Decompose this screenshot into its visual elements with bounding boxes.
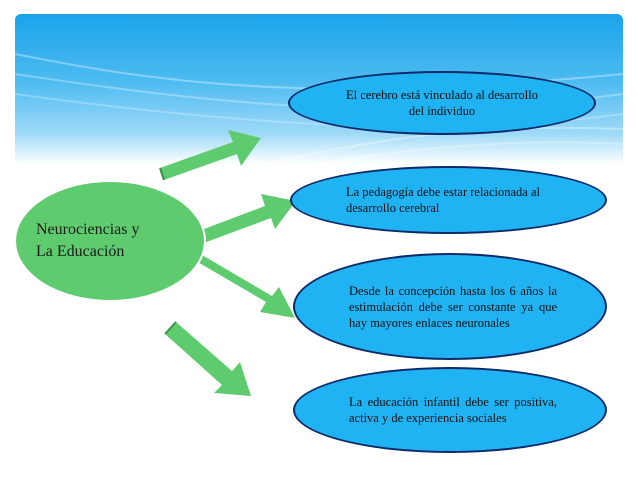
- arrow-to-node-4: [164, 321, 251, 396]
- arrow-to-node-1: [159, 130, 261, 181]
- info-node-2: La pedagogía debe estar relacionada al d…: [290, 166, 607, 234]
- center-node: Neurociencias y La Educación: [14, 180, 206, 302]
- info-node-1-label: El cerebro está vinculado al desarrollo …: [346, 88, 538, 118]
- arrow-to-node-2: [195, 194, 296, 245]
- info-node-2-label: La pedagogía debe estar relacionada al d…: [346, 185, 540, 215]
- info-node-1: El cerebro está vinculado al desarrollo …: [288, 71, 596, 135]
- info-node-4: La educación infantil debe ser positiva,…: [293, 367, 607, 453]
- arrow-to-node-3: [195, 254, 295, 318]
- info-node-4-label: La educación infantil debe ser positiva,…: [349, 395, 557, 425]
- center-node-label: Neurociencias y La Educación: [36, 221, 140, 260]
- info-node-3-label: Desde la concepción hasta los 6 años la …: [349, 283, 557, 330]
- info-node-3: Desde la concepción hasta los 6 años la …: [293, 253, 607, 360]
